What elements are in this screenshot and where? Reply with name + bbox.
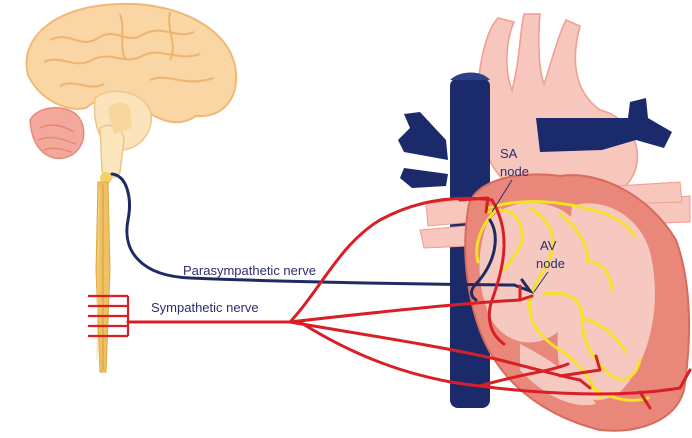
av-node-label-line1: AV — [540, 238, 557, 253]
heart — [398, 14, 690, 431]
spinal-cord — [96, 182, 110, 372]
brain — [27, 4, 237, 184]
sympathetic-nerve-label: Sympathetic nerve — [151, 300, 259, 315]
sa-node-label-line1: SA — [500, 146, 518, 161]
av-node-label-line2: node — [536, 256, 565, 271]
parasympathetic-nerve-label: Parasympathetic nerve — [183, 263, 316, 278]
sa-node-label-line2: node — [500, 164, 529, 179]
